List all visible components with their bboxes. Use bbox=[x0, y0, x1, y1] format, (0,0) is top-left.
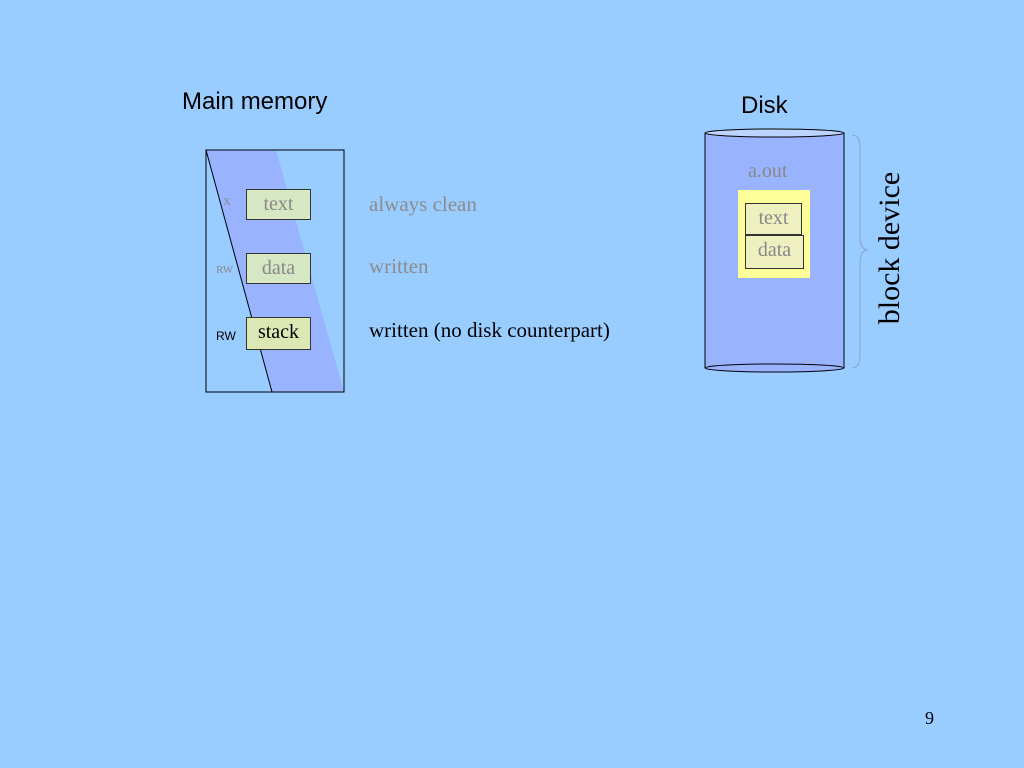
description-text: always clean bbox=[369, 192, 477, 216]
disk-title: Disk bbox=[741, 92, 788, 119]
memory-segment-data: data bbox=[246, 253, 311, 284]
memory-segment-text: text bbox=[246, 189, 311, 220]
description-stack: written (no disk counterpart) bbox=[369, 318, 610, 342]
block-device-brace bbox=[851, 134, 869, 369]
perm-stack: RW bbox=[216, 329, 236, 343]
main-memory-title: Main memory bbox=[182, 88, 328, 115]
perm-data: RW bbox=[216, 264, 234, 276]
aout-label: a.out bbox=[748, 160, 788, 182]
memory-segment-stack: stack bbox=[246, 317, 311, 350]
perm-text: X bbox=[223, 196, 231, 208]
block-device-label: block device bbox=[873, 171, 906, 325]
disk-segment-text: text bbox=[745, 203, 802, 235]
disk-segment-data: data bbox=[745, 235, 804, 269]
description-data: written bbox=[369, 254, 429, 278]
address-space-edge bbox=[205, 149, 273, 393]
page-number: 9 bbox=[925, 708, 934, 728]
